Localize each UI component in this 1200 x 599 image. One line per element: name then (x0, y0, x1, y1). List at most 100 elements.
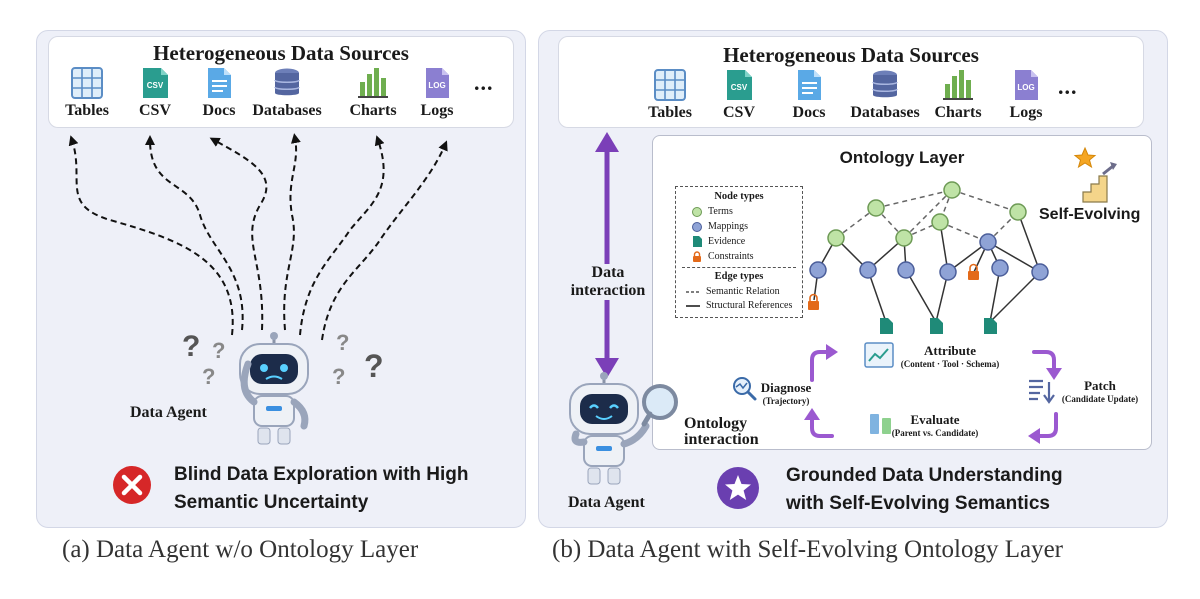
source-label: Docs (792, 104, 826, 121)
source-docs-a: Docs (177, 66, 261, 120)
source-label: CSV (722, 104, 755, 121)
legend-divider (682, 267, 796, 268)
source-label: Logs (1009, 104, 1043, 121)
question-mark: ? (364, 348, 384, 384)
step-title: Attribute (924, 343, 976, 358)
data-interaction-arrow (595, 132, 619, 378)
step-subtitle: (Trajectory) (762, 396, 810, 406)
more-sources-ellipsis-a: ... (474, 70, 494, 95)
legend-item-mappings: Mappings (692, 221, 748, 232)
source-label: CSV (138, 102, 171, 119)
ontology-legend: Node types Terms Mappings Evidence Const… (675, 186, 803, 318)
question-mark: ? (182, 330, 201, 363)
label-line: interaction (684, 431, 759, 448)
diagnose-magnifier-icon (733, 377, 757, 401)
document-icon (798, 70, 821, 100)
mapping-node-icon (692, 221, 702, 232)
solid-edge-icon (686, 304, 700, 307)
step-diagnose: Diagnose (Trajectory) (750, 380, 822, 406)
source-docs-b: Docs (767, 68, 851, 122)
data-interaction-label: Data interaction (556, 264, 660, 300)
table-icon (71, 67, 103, 99)
question-mark: ? (212, 338, 226, 363)
question-mark: ? (202, 364, 216, 389)
source-csv-a: CSV CSV (113, 66, 197, 120)
dashed-edge-icon (686, 290, 700, 293)
agent-label-a: Data Agent (130, 404, 207, 421)
log-file-icon: LOG (426, 68, 449, 98)
source-databases-a: Databases (245, 66, 329, 120)
status-message-a: Blind Data Exploration with High Semanti… (174, 461, 469, 517)
ontology-layer-title: Ontology Layer (839, 148, 965, 167)
agent-label-b: Data Agent (568, 494, 645, 511)
legend-item-evidence: Evidence (692, 236, 745, 247)
svg-text:CSV: CSV (731, 83, 748, 92)
question-mark: ? (332, 364, 346, 389)
legend-node-types-title: Node types (714, 191, 764, 202)
source-csv-b: CSV CSV (697, 68, 781, 122)
legend-item-terms: Terms (692, 206, 733, 217)
source-logs-a: LOG Logs (395, 66, 479, 120)
source-label: Databases (850, 104, 920, 121)
label-line: Data (591, 264, 625, 281)
status-line: Semantic Uncertainty (174, 492, 369, 513)
step-title: Patch (1084, 378, 1116, 393)
status-line: Blind Data Exploration with High (174, 464, 469, 485)
source-tables-b: Tables (628, 68, 712, 122)
svg-text:LOG: LOG (1017, 83, 1034, 92)
data-sources-title-a: Heterogeneous Data Sources (153, 41, 409, 65)
legend-label: Mappings (708, 221, 748, 232)
step-subtitle: (Candidate Update) (1061, 394, 1139, 404)
source-charts-a: Charts (331, 66, 415, 120)
line-chart-icon (864, 342, 894, 368)
database-icon (274, 68, 300, 96)
log-file-icon: LOG (1015, 70, 1038, 100)
source-label: Docs (202, 102, 236, 119)
source-tables-a: Tables (45, 66, 129, 120)
patch-list-icon (1029, 379, 1055, 404)
data-sources-title-b: Heterogeneous Data Sources (723, 43, 979, 67)
source-label: Databases (252, 102, 322, 119)
status-line: with Self-Evolving Semantics (786, 493, 1050, 514)
legend-item-semantic-relation: Semantic Relation (686, 286, 780, 297)
compare-icon (870, 414, 891, 434)
step-patch: Patch (Candidate Update) (1050, 378, 1150, 404)
bar-chart-icon (358, 68, 388, 98)
source-label: Tables (648, 104, 692, 121)
status-message-b: Grounded Data Understanding with Self-Ev… (786, 462, 1063, 518)
self-evolving-label: Self-Evolving (1039, 206, 1141, 223)
caption-a: (a) Data Agent w/o Ontology Layer (62, 536, 419, 563)
close-icon (113, 466, 151, 504)
caption-b: (b) Data Agent with Self-Evolving Ontolo… (552, 536, 1063, 563)
database-icon (872, 70, 898, 98)
legend-label: Semantic Relation (706, 286, 780, 297)
step-evaluate: Evaluate (Parent vs. Candidate) (880, 412, 990, 438)
source-logs-b: LOG Logs (984, 68, 1068, 122)
svg-text:LOG: LOG (428, 81, 445, 90)
legend-item-structural-references: Structural References (686, 300, 792, 311)
document-icon (208, 68, 231, 98)
source-databases-b: Databases (843, 68, 927, 122)
robot-agent-magnifier (569, 372, 678, 485)
star-badge-icon (717, 467, 759, 509)
csv-file-icon: CSV (727, 70, 752, 100)
step-attribute: Attribute (Content · Tool · Schema) (890, 343, 1010, 369)
source-label: Logs (420, 102, 454, 119)
label-line: interaction (570, 282, 646, 299)
step-subtitle: (Parent vs. Candidate) (891, 428, 979, 438)
source-label: Charts (934, 104, 982, 121)
legend-label: Structural References (706, 300, 793, 311)
source-label: Charts (349, 102, 397, 119)
step-title: Diagnose (760, 380, 812, 395)
more-sources-ellipsis-b: ... (1058, 74, 1078, 99)
ontology-layer: Ontology Layer Self-Evolving Node types … (652, 135, 1152, 450)
lock-icon (693, 251, 701, 262)
question-mark: ? (336, 330, 350, 355)
legend-item-constraints: Constraints (692, 251, 754, 262)
label-line: Ontology (684, 415, 748, 432)
self-evolving-stairs-icon (1073, 146, 1117, 203)
step-subtitle: (Content · Tool · Schema) (900, 359, 1000, 369)
robot-agent-confused (239, 332, 309, 445)
